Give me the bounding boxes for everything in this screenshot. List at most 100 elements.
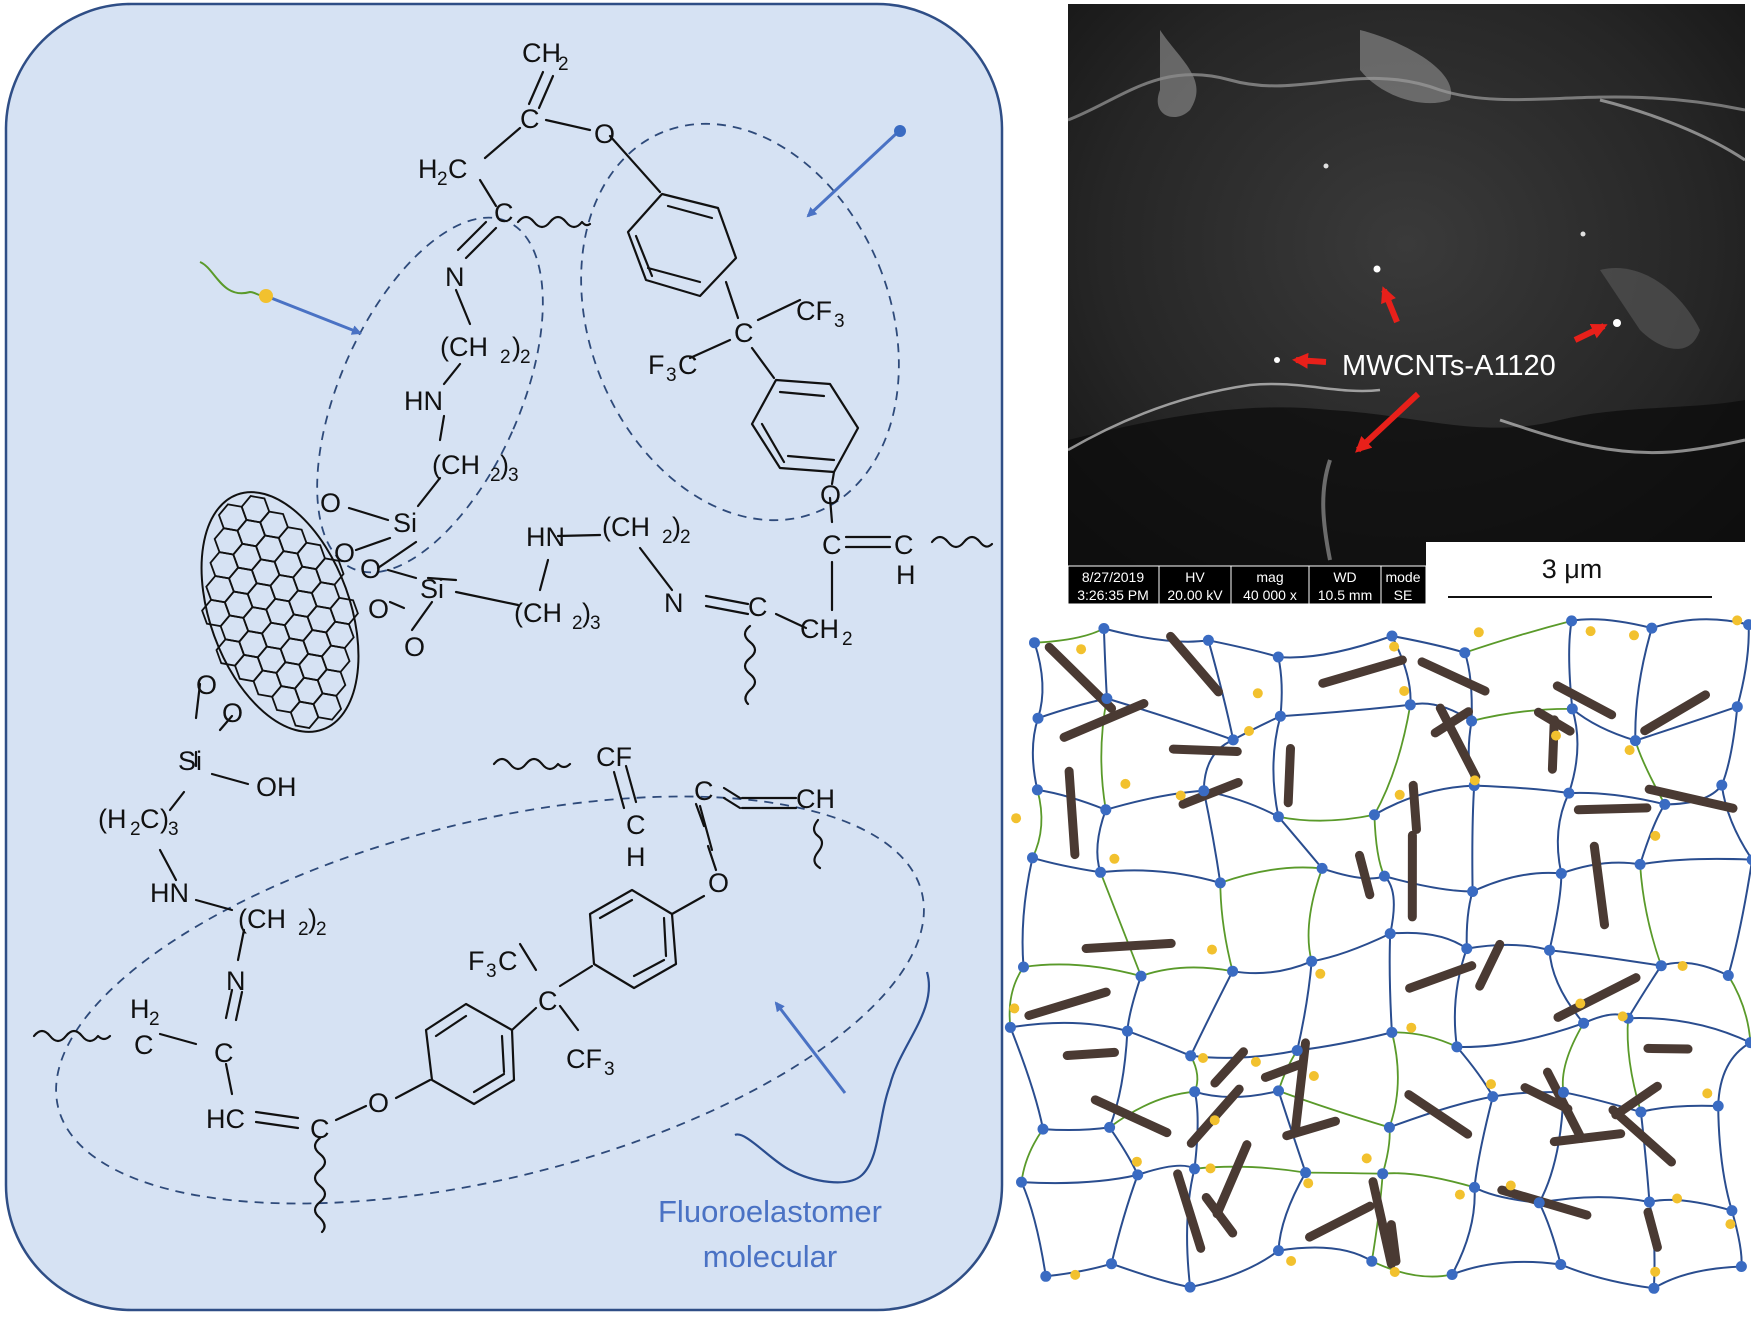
sub-3-b: 3 bbox=[590, 613, 601, 634]
network-node bbox=[1722, 970, 1734, 981]
network-chain bbox=[1660, 961, 1729, 977]
network-node bbox=[1004, 1021, 1016, 1033]
network-chain bbox=[1100, 869, 1221, 884]
crosslink-dot bbox=[1389, 1267, 1400, 1277]
network-chain bbox=[1321, 867, 1385, 880]
sem-label: MWCNTs-A1120 bbox=[1342, 350, 1556, 382]
network-node bbox=[1731, 701, 1743, 713]
network-node bbox=[1031, 784, 1043, 796]
network-node bbox=[1459, 647, 1471, 659]
network-node bbox=[1227, 734, 1239, 746]
label-ch2-3b: (CH bbox=[514, 598, 562, 628]
sub-3-d: 3 bbox=[666, 365, 677, 386]
network-link bbox=[1140, 966, 1233, 977]
network-chain bbox=[1020, 1181, 1047, 1277]
paren-d: ) bbox=[672, 512, 681, 542]
crosslink-dot bbox=[1702, 1088, 1713, 1099]
sub-2-d: 2 bbox=[662, 527, 673, 548]
nanotube-rod bbox=[1643, 1207, 1662, 1252]
crosslink-dot bbox=[1617, 1011, 1628, 1022]
network-chain bbox=[1717, 1041, 1751, 1107]
paren-c: ) bbox=[582, 598, 591, 628]
network-chain bbox=[1137, 1164, 1196, 1176]
sem-info-value: 3:26:35 PM bbox=[1077, 587, 1149, 603]
network-chain bbox=[1186, 1168, 1196, 1288]
label-c-o: C bbox=[310, 1114, 330, 1144]
network-chain bbox=[1571, 708, 1636, 742]
label-n1: N bbox=[445, 262, 465, 292]
label-o-si3b: O bbox=[222, 698, 243, 728]
network-node bbox=[1016, 1176, 1027, 1188]
scale-bar-label: 3 μm bbox=[1542, 554, 1603, 584]
network-chain bbox=[1105, 789, 1204, 811]
network-node bbox=[1378, 870, 1390, 882]
network-chain bbox=[1466, 943, 1550, 952]
label-o-si2: O bbox=[360, 554, 381, 584]
sem-info-header: WD bbox=[1333, 569, 1356, 585]
network-node bbox=[1189, 1086, 1201, 1098]
network-node bbox=[1100, 804, 1112, 816]
network-chain bbox=[1037, 697, 1108, 720]
label-c-h2: C bbox=[134, 1030, 154, 1060]
network-link bbox=[1561, 1022, 1585, 1093]
label-f3c-2c: C bbox=[498, 946, 518, 976]
label-f3c-2: F bbox=[468, 946, 485, 976]
nanotube-rod bbox=[1090, 1095, 1172, 1138]
label-o-si1b: O bbox=[334, 538, 355, 568]
label-o-top: O bbox=[594, 119, 615, 149]
network-node bbox=[1106, 1258, 1117, 1270]
label-si2: Si bbox=[420, 574, 444, 604]
chemical-structure-panel: Fluoroelastomer molecular bbox=[4, 2, 1004, 1312]
network-schematic bbox=[1004, 615, 1751, 1294]
network-node bbox=[1027, 852, 1038, 864]
network-chain bbox=[1021, 1173, 1138, 1185]
network-node bbox=[1384, 928, 1396, 940]
network-chain bbox=[1474, 784, 1570, 795]
sub-3-e: 3 bbox=[168, 819, 179, 840]
network-link bbox=[1219, 882, 1234, 972]
nanotube-rod bbox=[1305, 1201, 1375, 1242]
cnt-dot bbox=[1613, 319, 1621, 327]
network-node bbox=[1735, 1261, 1747, 1272]
network-chain bbox=[1730, 1210, 1743, 1267]
network-node bbox=[1558, 1086, 1569, 1098]
network-node bbox=[1198, 785, 1210, 797]
arrow-linker bbox=[199, 261, 362, 335]
nanotube-rod bbox=[1260, 1059, 1305, 1082]
crosslink-dot bbox=[1070, 1269, 1081, 1280]
crosslink-dot bbox=[1205, 1163, 1216, 1174]
sub-2-a2: 2 bbox=[520, 347, 531, 368]
network-node bbox=[1366, 1255, 1378, 1267]
network-chain bbox=[1232, 960, 1313, 975]
sem-info-value: 20.00 kV bbox=[1167, 587, 1223, 603]
label-c-n3: C bbox=[214, 1038, 234, 1068]
network-chain bbox=[1278, 635, 1393, 659]
network-chain bbox=[1009, 1027, 1044, 1130]
cnt-dot bbox=[1274, 357, 1280, 363]
network-node bbox=[1533, 1197, 1545, 1209]
label-h2c3: (H bbox=[98, 804, 127, 834]
crosslink-dot bbox=[1198, 1053, 1208, 1063]
network-chain bbox=[1390, 931, 1468, 950]
network-node bbox=[1104, 1121, 1116, 1133]
network-chain bbox=[1383, 875, 1395, 934]
network-chain bbox=[1548, 950, 1585, 1024]
network-link bbox=[1278, 1090, 1390, 1129]
label-ch2-2a: (CH bbox=[440, 332, 488, 362]
nanotube-rod bbox=[1166, 631, 1223, 697]
label-ch2-b: CH bbox=[800, 614, 839, 644]
network-chain bbox=[1042, 1126, 1110, 1132]
label-hn2: HN bbox=[526, 522, 565, 552]
network-node bbox=[1300, 1167, 1312, 1179]
sub-2-e: 2 bbox=[842, 629, 853, 650]
network-node bbox=[1316, 862, 1328, 874]
label-o-ring: O bbox=[820, 480, 841, 510]
fluoroelastomer-label-line1: Fluoroelastomer bbox=[658, 1194, 882, 1229]
network-chain bbox=[1627, 965, 1663, 1019]
label-ch2-top: CH bbox=[522, 38, 561, 68]
network-chain bbox=[1391, 635, 1466, 654]
network-chain bbox=[1277, 656, 1283, 717]
crosslink-dot bbox=[1076, 644, 1087, 655]
network-node bbox=[1655, 960, 1667, 972]
